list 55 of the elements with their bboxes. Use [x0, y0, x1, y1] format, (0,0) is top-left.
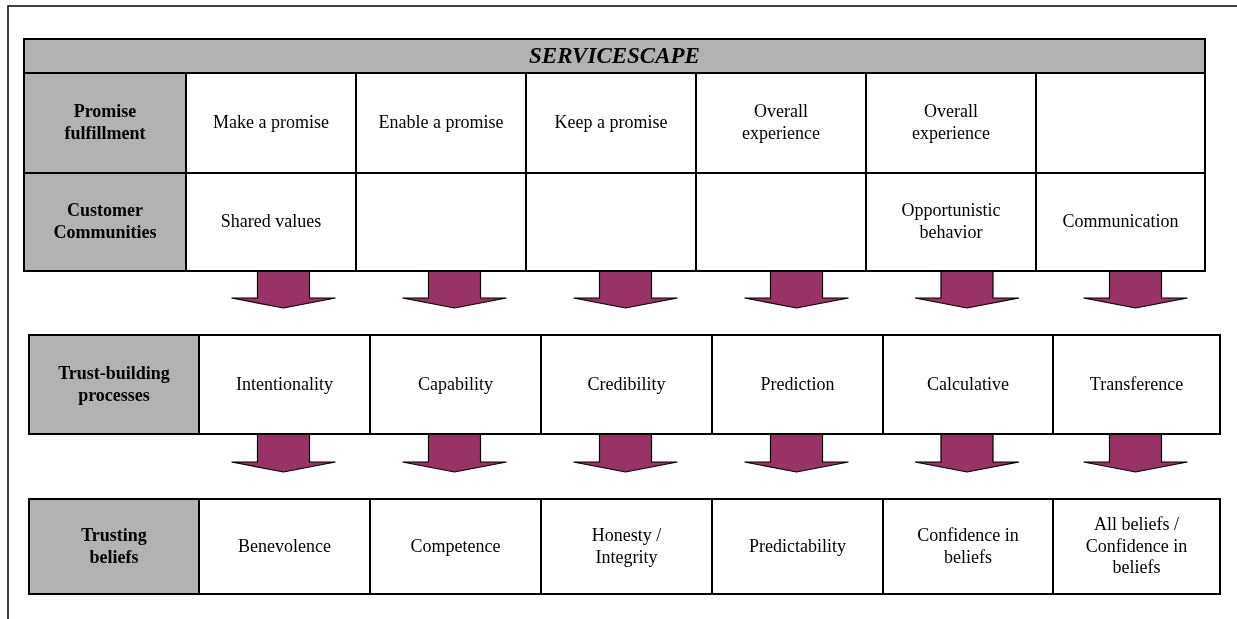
block-arrow: [230, 432, 337, 473]
cell-text: Make a promise: [213, 112, 329, 134]
row-label: Customer Communities: [53, 200, 157, 244]
row-header: [23, 72, 187, 174]
cell-text: All beliefs / Confidence in beliefs: [1084, 514, 1189, 579]
cell-text: Transference: [1089, 373, 1184, 396]
cell-text: Prediction: [760, 373, 835, 396]
block-arrow: [230, 269, 337, 309]
row-header: [28, 498, 200, 595]
block-arrow: [401, 432, 508, 473]
table-cell: [1035, 172, 1206, 272]
cell-text: Confidence in beliefs: [916, 524, 1020, 569]
block-arrow: [572, 269, 679, 309]
row-label: Promise fulfillment: [63, 101, 147, 145]
table-cell: [198, 334, 371, 435]
title-band: [23, 38, 1206, 74]
cell-text: Overall experience: [741, 101, 821, 145]
table-cell: [1052, 334, 1221, 435]
cell-text: Credibility: [587, 373, 666, 396]
row-header: [28, 334, 200, 435]
cell-text: Predictability: [749, 535, 846, 558]
table-cell: [1052, 498, 1221, 595]
block-arrow: [401, 269, 508, 309]
title-text: SERVICESCAPE: [529, 42, 700, 70]
cell-text: Capability: [418, 373, 493, 396]
cell-text: Shared values: [220, 211, 322, 233]
block-arrow: [743, 432, 850, 473]
table-cell: [369, 334, 542, 435]
row-header: [23, 172, 187, 272]
cell-text: Overall experience: [911, 101, 991, 145]
cell-text: Keep a promise: [554, 112, 668, 134]
table-cell: [882, 498, 1054, 595]
cell-text: Enable a promise: [378, 112, 504, 134]
block-arrow: [572, 432, 679, 473]
table-cell: [369, 498, 542, 595]
block-arrow: [743, 269, 850, 309]
table-cell: [198, 498, 371, 595]
table-cell: [711, 498, 884, 595]
cell-text: Calculative: [927, 373, 1009, 396]
table-cell: [540, 498, 713, 595]
table-cell: [711, 334, 884, 435]
block-arrow: [1082, 432, 1189, 473]
block-arrow: [914, 269, 1020, 309]
row-label: Trusting beliefs: [80, 524, 148, 569]
block-arrow: [914, 432, 1020, 473]
cell-text: Honesty / Integrity: [590, 524, 663, 569]
row-label: Trust-building processes: [58, 362, 170, 407]
cell-text: Communication: [1062, 211, 1179, 233]
cell-text: Intentionality: [236, 373, 333, 396]
table-cell: [540, 334, 713, 435]
cell-text: Opportunistic behavior: [900, 200, 1002, 244]
cell-text: Benevolence: [238, 535, 331, 558]
table-cell: [882, 334, 1054, 435]
cell-text: Competence: [410, 535, 501, 558]
block-arrow: [1082, 269, 1189, 309]
